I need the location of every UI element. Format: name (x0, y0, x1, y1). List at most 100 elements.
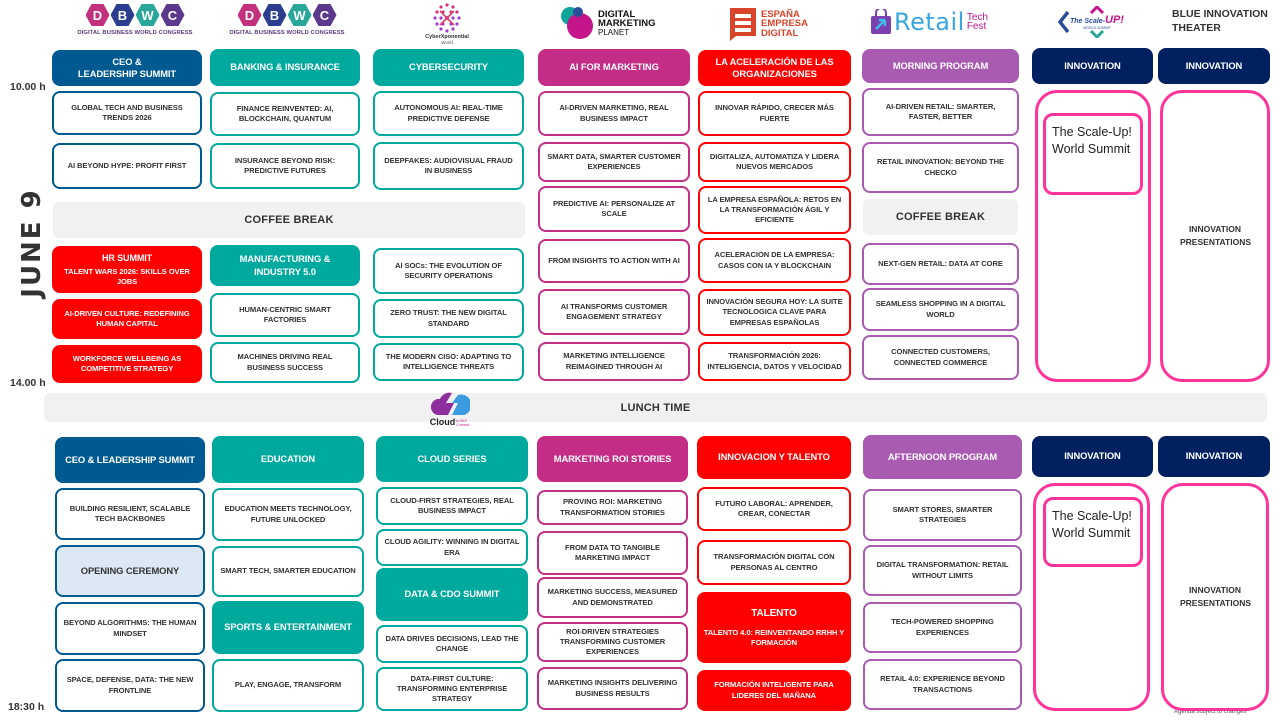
session-predictive-ai-personalize-at-scale[interactable]: PREDICTIVE AI: PERSONALIZE AT SCALE (538, 186, 690, 232)
session-next-gen-retail-data-at-core[interactable]: NEXT-GEN RETAIL: DATA AT CORE (862, 243, 1019, 285)
track-header-cloud-series[interactable]: CLOUD SERIES (376, 436, 528, 482)
session-workforce-wellbeing-as-competitive-strat[interactable]: WORKFORCE WELLBEING AS COMPETITIVE STRAT… (52, 345, 202, 383)
box-label: TALENTO (751, 607, 797, 619)
track-header-la-aceleraci-n-de-las-organizaciones[interactable]: LA ACELERACIÓN DE LAS ORGANIZACIONES (698, 50, 851, 86)
session-innovaci-n-segura-hoy-la-suite-tecnologi[interactable]: INNOVACIÓN SEGURA HOY: LA SUITE TECNOLOG… (698, 289, 851, 336)
box-label: MANUFACTURING & INDUSTRY 5.0 (239, 253, 331, 277)
logo-sub: World (441, 40, 453, 45)
track-header-ceo-leadership-summit[interactable]: CEO & LEADERSHIP SUMMIT (55, 437, 205, 483)
logo-letter: W (135, 4, 160, 26)
box-label: INNOVATION (1185, 450, 1243, 462)
session-smart-tech-smarter-education[interactable]: SMART TECH, SMARTER EDUCATION (212, 546, 364, 597)
session-seamless-shopping-in-a-digital-world[interactable]: SEAMLESS SHOPPING IN A DIGITAL WORLD (862, 288, 1019, 331)
track-header-manufacturing-industry-5-0[interactable]: MANUFACTURING & INDUSTRY 5.0 (210, 245, 360, 286)
session-proving-roi-marketing-transformation-sto[interactable]: PROVING ROI: MARKETING TRANSFORMATION ST… (537, 490, 688, 525)
session-digitaliza-automatiza-y-lidera-nuevos-me[interactable]: DIGITALIZA, AUTOMATIZA Y LIDERA NUEVOS M… (698, 142, 851, 182)
session-ai-driven-marketing-real-business-impact[interactable]: AI-DRIVEN MARKETING, REAL BUSINESS IMPAC… (538, 91, 690, 136)
session-ai-driven-culture-redefining-human-capit[interactable]: AI-DRIVEN CULTURE: REDEFINING HUMAN CAPI… (52, 299, 202, 339)
session-innovar-r-pido-crecer-m-s-fuerte[interactable]: INNOVAR RÁPIDO, CRECER MÁS FUERTE (698, 91, 851, 136)
session-digital-transformation-retail-without-li[interactable]: DIGITAL TRANSFORMATION: RETAIL WITHOUT L… (863, 545, 1022, 596)
track-header-sports-entertainment[interactable]: SPORTS & ENTERTAINMENT (212, 601, 364, 654)
session-building-resilient-scalable-tech-backbon[interactable]: BUILDING RESILIENT, SCALABLE TECH BACKBO… (55, 488, 205, 540)
session-futuro-laboral-aprender-crear-conectar[interactable]: FUTURO LABORAL: APRENDER, CREAR, CONECTA… (697, 487, 851, 531)
session-the-modern-ciso-adapting-to-intelligence[interactable]: THE MODERN CISO: ADAPTING TO INTELLIGENC… (373, 343, 524, 381)
session-from-data-to-tangible-marketing-impact[interactable]: FROM DATA TO TANGIBLE MARKETING IMPACT (537, 531, 688, 575)
session-cloud-first-strategies-real-business-imp[interactable]: CLOUD-FIRST STRATEGIES, REAL BUSINESS IM… (376, 487, 528, 525)
session-marketing-insights-delivering-business-r[interactable]: MARKETING INSIGHTS DELIVERING BUSINESS R… (537, 667, 688, 710)
track-header-education[interactable]: EDUCATION (212, 436, 364, 483)
session-from-insights-to-action-with-ai[interactable]: FROM INSIGHTS TO ACTION WITH AI (538, 239, 690, 283)
session-cloud-agility-winning-in-digital-era[interactable]: CLOUD AGILITY: WINNING IN DIGITAL ERA (376, 529, 528, 566)
session-tech-powered-shopping-experiences[interactable]: TECH-POWERED SHOPPING EXPERIENCES (863, 602, 1022, 653)
box-label: RETAIL 4.0: EXPERIENCE BEYOND TRANSACTIO… (880, 674, 1005, 694)
dbwc-logo-1: D B W C DIGITAL BUSINESS WORLD CONGRESS (70, 4, 200, 36)
session-ai-socs-the-evolution-of-security-operat[interactable]: AI SOCs: THE EVOLUTION OF SECURITY OPERA… (373, 248, 524, 294)
track-header-innovation[interactable]: INNOVATION (1032, 48, 1153, 84)
session-la-empresa-espa-ola-retos-en-la-transfor[interactable]: LA EMPRESA ESPAÑOLA: RETOS EN LA TRANSFO… (698, 186, 851, 234)
scaleup-summit-card[interactable]: The Scale-Up! World Summit (1043, 113, 1143, 195)
session-beyond-algorithms-the-human-mindset[interactable]: BEYOND ALGORITHMS: THE HUMAN MINDSET (55, 602, 205, 655)
track-header-cybersecurity[interactable]: CYBERSECURITY (373, 49, 524, 86)
track-header-banking-insurance[interactable]: BANKING & INSURANCE (210, 49, 360, 86)
session-autonomous-ai-real-time-predictive-defen[interactable]: AUTONOMOUS AI: REAL-TIME PREDICTIVE DEFE… (373, 91, 524, 136)
session-marketing-intelligence-reimagined-throug[interactable]: MARKETING INTELLIGENCE REIMAGINED THROUG… (538, 342, 690, 381)
session-ai-transforms-customer-engagement-strate[interactable]: AI TRANSFORMS CUSTOMER ENGAGEMENT STRATE… (538, 289, 690, 335)
session-global-tech-and-business-trends-2026[interactable]: GLOBAL TECH AND BUSINESS TRENDS 2026 (52, 91, 202, 135)
track-header-innovacion-y-talento[interactable]: INNOVACION Y TALENTO (697, 436, 851, 479)
session-data-first-culture-transforming-enterpri[interactable]: DATA-FIRST CULTURE: TRANSFORMING ENTERPR… (376, 667, 528, 711)
session-finance-reinvented-ai-blockchain-quantum[interactable]: FINANCE REINVENTED: AI, BLOCKCHAIN, QUAN… (210, 92, 360, 136)
track-header-innovation[interactable]: INNOVATION (1158, 48, 1270, 84)
innovation-presentations-morning[interactable]: INNOVATION PRESENTATIONS (1160, 90, 1270, 382)
session-education-meets-technology-future-unlock[interactable]: EDUCATION MEETS TECHNOLOGY, FUTURE UNLOC… (212, 488, 364, 541)
track-header-afternoon-program[interactable]: AFTERNOON PROGRAM (863, 435, 1022, 479)
session-insurance-beyond-risk-predictive-futures[interactable]: INSURANCE BEYOND RISK: PREDICTIVE FUTURE… (210, 143, 360, 189)
session-aceleracion-de-la-empresa-casos-con-ia-y[interactable]: ACELERACION DE LA EMPRESA: CASOS CON IA … (698, 238, 851, 283)
session-roi-driven-strategies-transforming-custo[interactable]: ROI-DRIVEN STRATEGIES TRANSFORMING CUSTO… (537, 622, 688, 662)
header-line: LEADERSHIP SUMMIT (77, 68, 177, 79)
session-formaci-n-inteligente-para-lideres-del-m[interactable]: FORMACIÓN INTELIGENTE PARA LIDERES DEL M… (697, 670, 851, 711)
box-label: LA EMPRESA ESPAÑOLA: RETOS EN LA TRANSFO… (707, 194, 842, 225)
box-label: SMART DATA, SMARTER CUSTOMER EXPERIENCES (547, 151, 681, 171)
track-header-marketing-roi-stories[interactable]: MARKETING ROI STORIES (537, 436, 688, 482)
session-zero-trust-the-new-digital-standard[interactable]: ZERO TRUST: THE NEW DIGITAL STANDARD (373, 299, 524, 338)
session-marketing-success-measured-and-demonstra[interactable]: MARKETING SUCCESS, MEASURED AND DEMONSTR… (537, 577, 688, 618)
session-data-drives-decisions-lead-the-change[interactable]: DATA DRIVES DECISIONS, LEAD THE CHANGE (376, 625, 528, 663)
session-human-centric-smart-factories[interactable]: HUMAN-CENTRIC SMART FACTORIES (210, 293, 360, 337)
session-smart-data-smarter-customer-experiences[interactable]: SMART DATA, SMARTER CUSTOMER EXPERIENCES (538, 142, 690, 182)
scaleup-summit-card[interactable]: The Scale-Up! World Summit (1043, 497, 1143, 567)
box-label: MORNING PROGRAM (892, 59, 989, 71)
session-machines-driving-real-business-success[interactable]: MACHINES DRIVING REAL BUSINESS SUCCESS (210, 342, 360, 383)
box-label: AI BEYOND HYPE: PROFIT FIRST (67, 160, 187, 170)
session-ai-beyond-hype-profit-first[interactable]: AI BEYOND HYPE: PROFIT FIRST (52, 143, 202, 189)
session-retail-innovation-beyond-the-checko[interactable]: RETAIL INNOVATION: BEYOND THE CHECKO (862, 142, 1019, 193)
box-label: PLAY, ENGAGE, TRANSFORM (234, 680, 342, 690)
session-connected-customers-connected-commerce[interactable]: CONNECTED CUSTOMERS, CONNECTED COMMERCE (862, 335, 1019, 380)
session-retail-4-0-experience-beyond-transaction[interactable]: RETAIL 4.0: EXPERIENCE BEYOND TRANSACTIO… (863, 659, 1022, 710)
box-label: ZERO TRUST: THE NEW DIGITAL STANDARD (390, 308, 507, 328)
session-play-engage-transform[interactable]: PLAY, ENGAGE, TRANSFORM (212, 659, 364, 712)
session-space-defense-data-the-new-frontline[interactable]: SPACE, DEFENSE, DATA: THE NEW FRONTLINE (55, 659, 205, 712)
session-transformaci-n-2026-inteligencia-datos-y[interactable]: TRANSFORMACIÓN 2026: INTELIGENCIA, DATOS… (698, 342, 851, 381)
track-header-innovation[interactable]: INNOVATION (1032, 436, 1153, 477)
track-header-ai-for-marketing[interactable]: AI FOR MARKETING (538, 49, 690, 86)
session-smart-stores-smarter-strategies[interactable]: SMART STORES, SMARTER STRATEGIES (863, 489, 1022, 541)
box-label: INNOVATION (1064, 59, 1121, 71)
session-deepfakes-audiovisual-fraud-in-business[interactable]: DEEPFAKES: AUDIOVISUAL FRAUD IN BUSINESS (373, 142, 524, 190)
box-label: DATA & CDO SUMMIT (404, 588, 500, 600)
track-header-ceo-leadership-summit[interactable]: CEO &LEADERSHIP SUMMIT (52, 50, 202, 86)
track-header-innovation[interactable]: INNOVATION (1158, 436, 1270, 477)
box-label: DIGITALIZA, AUTOMATIZA Y LIDERA NUEVOS M… (709, 151, 840, 171)
digital-marketing-planet-logo: DIGITAL MARKETING PLANET (558, 6, 668, 40)
box-label: GLOBAL TECH AND BUSINESS TRENDS 2026 (71, 102, 183, 122)
session-transformaci-n-digital-con-personas-al-c[interactable]: TRANSFORMACIÓN DIGITAL CON PERSONAS AL C… (697, 540, 851, 585)
track-header-morning-program[interactable]: MORNING PROGRAM (862, 49, 1019, 83)
logo-line2: EMPRESA (761, 18, 808, 30)
session-ai-driven-retail-smarter-faster-better[interactable]: AI-DRIVEN RETAIL: SMARTER, FASTER, BETTE… (862, 88, 1019, 136)
lunch-band: LUNCH TIME (44, 393, 1267, 422)
track-header-data-cdo-summit[interactable]: DATA & CDO SUMMIT (376, 568, 528, 621)
session-opening-ceremony[interactable]: OPENING CEREMONY (55, 545, 205, 597)
innovation-presentations-afternoon[interactable]: INNOVATION PRESENTATIONS (1161, 483, 1269, 711)
logo-up: UP! (1105, 14, 1124, 26)
